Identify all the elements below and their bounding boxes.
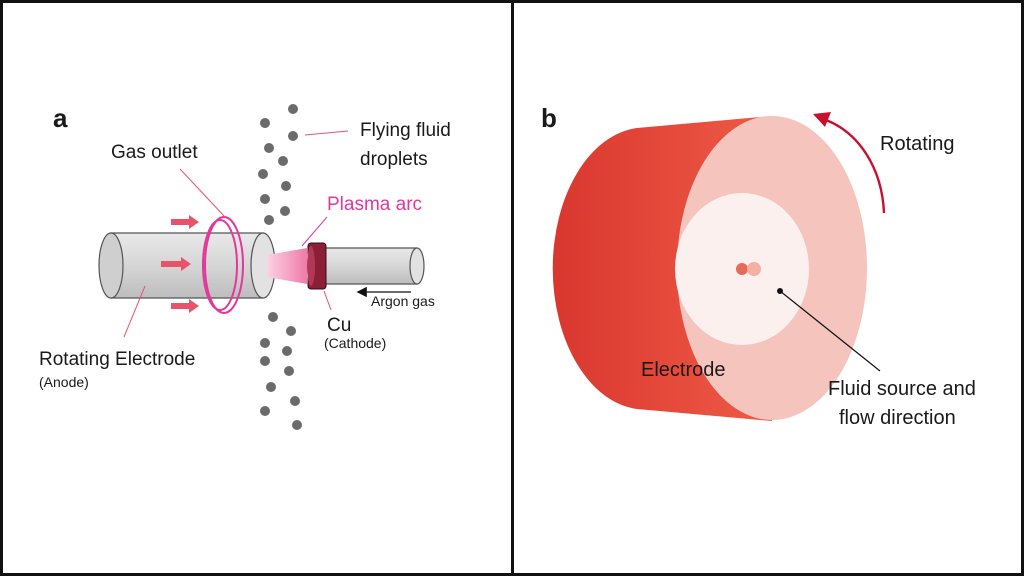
arrow-icon [171,299,199,313]
fluid-source-label-line1: Fluid source and [828,378,976,400]
rotating-electrode-label: Rotating Electrode [39,349,195,370]
droplet [260,194,270,204]
droplet [278,156,288,166]
droplet [268,312,278,322]
droplet [264,215,274,225]
leader-line [123,285,146,338]
droplet [258,169,268,179]
leader-line [304,130,349,136]
droplet [290,396,300,406]
arrow-icon [171,215,199,229]
leader-line [779,290,881,372]
panel-b: b Rotating Electrode Fluid source and f [511,0,1024,576]
droplet [280,206,290,216]
panel-a-letter: a [53,103,68,133]
droplet [292,420,302,430]
cu-label: Cu [327,315,351,336]
arrow-head-icon [813,112,831,127]
arrow-icon [161,257,191,271]
fluid-source-dot [747,262,761,276]
flying-droplets-label-line1: Flying fluid [360,120,451,141]
copper-cathode-cap [307,242,327,290]
rotating-label: Rotating [880,133,955,155]
fluid-source-dot [736,263,748,275]
gas-flow-arrows [161,215,199,313]
droplet [288,104,298,114]
droplet [260,406,270,416]
cathode-rod [322,247,425,285]
gas-outlet-ring [202,216,244,314]
anode-label: (Anode) [39,374,89,390]
droplet-column [258,104,302,430]
fluid-source-label-line2: flow direction [839,407,956,429]
droplet [281,181,291,191]
panel-a: a [0,0,514,576]
gas-outlet-label: Gas outlet [111,142,198,163]
leader-line [179,168,226,218]
electrode-label: Electrode [641,359,726,381]
flying-droplets-label-line2: droplets [360,149,428,170]
rotation-arrow [813,112,886,214]
droplet [284,366,294,376]
electrode-disc [552,116,867,421]
droplet [260,338,270,348]
argon-gas-label: Argon gas [371,293,435,309]
droplet [260,118,270,128]
cathode-label: (Cathode) [324,335,386,351]
leader-line [301,216,328,247]
panel-b-letter: b [541,103,557,133]
plasma-arc-label: Plasma arc [327,194,422,215]
leader-line [323,290,332,311]
droplet [286,326,296,336]
panel-a-diagram: a [39,103,451,430]
panel-b-diagram: b Rotating Electrode Fluid source and f [541,103,976,429]
droplet [264,143,274,153]
droplet [288,131,298,141]
plasma-arc [267,248,307,284]
droplet [282,346,292,356]
droplet [266,382,276,392]
droplet [260,356,270,366]
